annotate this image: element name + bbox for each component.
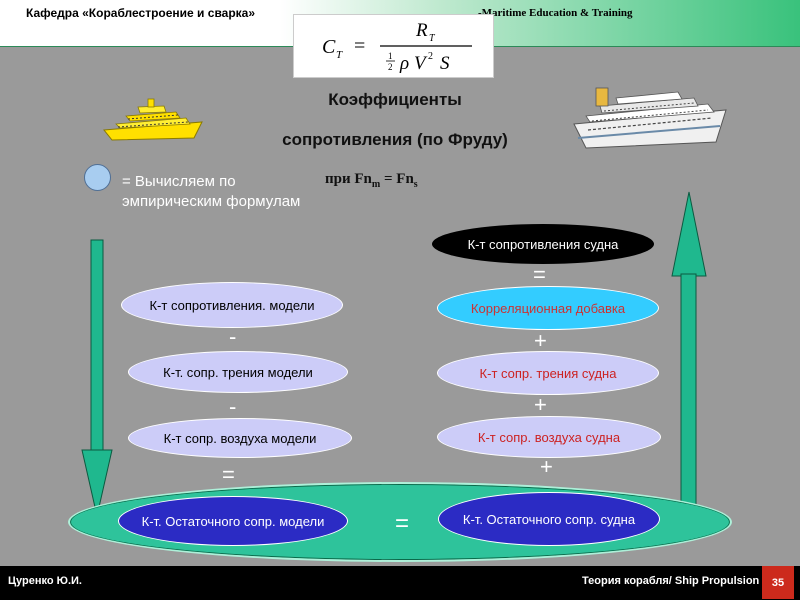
course-title: Теория корабля/ Ship Propulsion	[582, 575, 759, 587]
formula-lhs: C	[322, 36, 336, 58]
formula-half-den: 2	[388, 62, 393, 72]
footer-bar: Цуренко Ю.И. Теория корабля/ Ship Propul…	[0, 566, 800, 600]
model-residual-coefficient: К-т. Остаточного сопр. модели	[118, 496, 348, 546]
model-friction-coefficient: К-т. сопр. трения модели	[128, 351, 348, 393]
formula-ct: C T = R T 1 2 ρ V 2 S	[294, 15, 493, 77]
formula-v-exp: 2	[428, 51, 433, 62]
froude-condition: при Fnm = Fns	[325, 171, 418, 190]
formula-s: S	[440, 53, 450, 74]
down-arrow-icon	[80, 240, 120, 520]
header-right-text: -Maritime Education & Training	[478, 7, 633, 19]
ship-total-coefficient: К-т сопротивления судна	[432, 224, 654, 264]
minus-sign-1: -	[229, 324, 236, 350]
minus-sign-2: -	[229, 394, 236, 420]
page-number-badge: 35	[762, 566, 794, 599]
formula-v: V	[414, 53, 428, 74]
ship-residual-coefficient: К-т. Остаточного сопр. судна	[438, 492, 660, 546]
equals-sign-ship: =	[533, 262, 546, 288]
legend-line1: = Вычисляем по	[122, 172, 300, 192]
heading-line2: сопротивления (по Фруду)	[0, 130, 790, 150]
formula-rho: ρ	[399, 53, 409, 74]
legend-line2: эмпирическим формулам	[122, 192, 300, 212]
model-total-coefficient: К-т сопротивления. модели	[121, 282, 343, 328]
formula-numerator-sub: T	[429, 33, 436, 44]
formula-lhs-sub: T	[336, 49, 343, 61]
svg-text:=: =	[354, 35, 365, 57]
equals-sign-center: =	[395, 510, 409, 538]
legend-circle-icon	[84, 164, 111, 191]
correlation-allowance: Корреляционная добавка	[437, 286, 659, 330]
model-air-coefficient: К-т сопр. воздуха модели	[128, 418, 352, 458]
formula-numerator: R	[415, 20, 428, 41]
formula-half-num: 1	[388, 51, 393, 61]
legend-text: = Вычисляем по эмпирическим формулам	[122, 172, 300, 212]
plus-sign-3: +	[540, 454, 553, 480]
department-title: Кафедра «Кораблестроение и сварка»	[26, 6, 255, 20]
formula-box: C T = R T 1 2 ρ V 2 S	[293, 14, 494, 78]
ship-friction-coefficient: К-т сопр. трения судна	[437, 351, 659, 395]
heading-line1: Коэффициенты	[0, 90, 790, 110]
ship-air-coefficient: К-т сопр. воздуха судна	[437, 416, 661, 458]
up-arrow-icon	[670, 192, 710, 532]
plus-sign-2: +	[534, 392, 547, 418]
equals-sign-model: =	[222, 462, 235, 488]
author-name: Цуренко Ю.И.	[8, 575, 82, 587]
